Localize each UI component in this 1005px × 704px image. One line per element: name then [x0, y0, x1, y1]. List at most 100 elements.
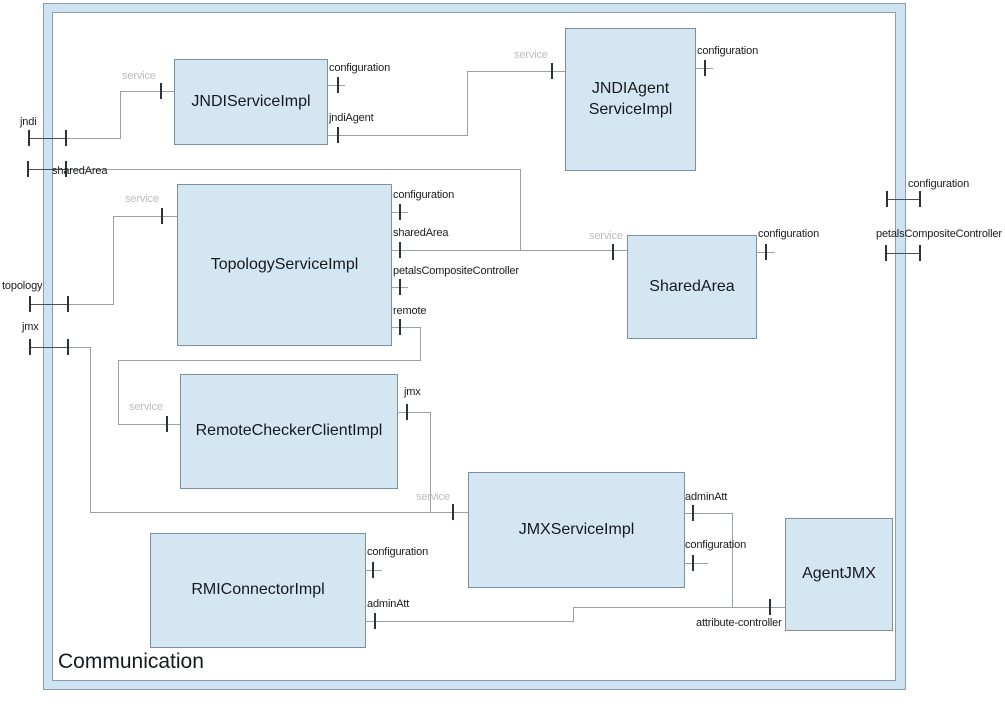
boundary-port-label-configuration: configuration	[908, 178, 970, 190]
wire-sharedarea	[520, 169, 521, 250]
wire-jmx	[67, 347, 90, 348]
wire-rmi-adminatt	[364, 621, 573, 622]
component-rmiconnectorimpl[interactable]: RMIConnectorImpl	[150, 533, 366, 648]
boundary-port-jmx-tick	[29, 339, 31, 355]
wire-rmi-adminatt	[573, 607, 785, 608]
port-tick-sharedarea-configuration	[765, 244, 767, 260]
wire-jndi	[120, 91, 121, 139]
boundary-port-label-jmx: jmx	[22, 321, 39, 333]
component-label: JNDIAgent ServiceImpl	[588, 79, 673, 118]
wire-remote	[118, 360, 421, 361]
port-tick-jndiagentservice-configuration	[704, 60, 706, 76]
wire-topology	[113, 216, 114, 305]
wire-remote	[118, 360, 119, 425]
component-sharedarea[interactable]: SharedArea	[627, 235, 757, 339]
boundary-port-pcc-tick	[885, 245, 887, 261]
port-tick-topology-service	[161, 208, 163, 224]
port-label-sharedarea: sharedArea	[393, 227, 449, 239]
wire-jmx-adminatt	[683, 513, 732, 514]
port-tick-topology-pcc	[399, 279, 401, 295]
port-tick-sharedarea-service	[612, 244, 614, 260]
port-label-service: service	[514, 49, 548, 61]
wire-jndi	[120, 91, 175, 92]
component-label: AgentJMX	[802, 565, 876, 583]
port-label-service: service	[589, 230, 623, 242]
port-label-adminatt: adminAtt	[685, 491, 728, 503]
wire-jndiservice-configuration	[326, 85, 345, 86]
port-label-configuration: configuration	[367, 546, 429, 558]
boundary-port-label-jndi: jndi	[20, 116, 37, 128]
wire-jndiagent	[326, 135, 467, 136]
component-label: JNDIServiceImpl	[191, 92, 311, 110]
component-label: SharedArea	[649, 277, 735, 295]
boundary-port-configuration-tick	[886, 191, 888, 207]
component-label: RemoteCheckerClientImpl	[195, 422, 383, 440]
boundary-port-topology-tick	[29, 296, 31, 312]
port-label-configuration: configuration	[393, 189, 455, 201]
wire-topology-sharedarea	[390, 250, 628, 251]
boundary-port-jndi-line	[28, 138, 66, 139]
component-topologyserviceimpl[interactable]: TopologyServiceImpl	[177, 184, 392, 346]
port-label-jmx: jmx	[404, 386, 421, 398]
wire-jmx	[90, 512, 469, 513]
port-label-service: service	[122, 70, 156, 82]
port-tick-jmxservice-service	[452, 504, 454, 520]
port-tick-topology-sharedarea	[399, 242, 401, 258]
port-label-configuration: configuration	[685, 539, 747, 551]
boundary-port-sharedarea-tick	[65, 161, 67, 177]
port-tick-jndiagentservice-service	[551, 63, 553, 79]
boundary-port-configuration-tick	[919, 191, 921, 207]
port-label-service: service	[416, 491, 450, 503]
port-label-configuration: configuration	[758, 228, 820, 240]
component-remotecheckerclientimpl[interactable]: RemoteCheckerClientImpl	[180, 374, 398, 489]
component-agentjmx[interactable]: AgentJMX	[785, 518, 893, 631]
port-tick-jndiservice-configuration	[337, 77, 339, 93]
wire-jndi	[66, 138, 120, 139]
port-tick-agentjmx-attribute-controller	[769, 599, 771, 615]
boundary-port-jndi-tick	[28, 130, 30, 146]
wire-rmi-adminatt	[573, 607, 574, 622]
port-tick-jndiservice-jndiagent	[337, 127, 339, 143]
port-label-attribute-controller: attribute-controller	[696, 617, 782, 629]
wire-jndiagent	[467, 71, 468, 136]
port-tick-topology-configuration	[399, 204, 401, 220]
component-jmxserviceimpl[interactable]: JMXServiceImpl	[468, 472, 685, 588]
component-jndiagentserviceimpl[interactable]: JNDIAgent ServiceImpl	[565, 28, 696, 171]
boundary-port-pcc-line	[885, 253, 920, 254]
boundary-port-topology-tick	[67, 296, 69, 312]
boundary-port-pcc-tick	[919, 245, 921, 261]
wire-remotechecker-jmx	[396, 412, 431, 413]
wire-jndiagentservice-configuration	[694, 68, 713, 69]
wire-jmx-adminatt	[732, 513, 733, 608]
wire-remote	[390, 327, 421, 328]
boundary-port-jndi-tick	[65, 130, 67, 146]
component-label: RMIConnectorImpl	[191, 581, 325, 599]
wire-topology	[113, 216, 178, 217]
port-tick-topology-remote	[399, 319, 401, 335]
port-label-service: service	[125, 193, 159, 205]
port-label-remote: remote	[393, 305, 427, 317]
wire-jmx	[90, 347, 91, 513]
boundary-port-sharedarea-tick	[27, 161, 29, 177]
component-jndiserviceimpl[interactable]: JNDIServiceImpl	[174, 59, 328, 145]
composite-title: Communication	[58, 650, 204, 673]
boundary-port-topology-line	[29, 304, 67, 305]
wire-remotechecker-jmx	[430, 412, 431, 513]
component-label: TopologyServiceImpl	[210, 255, 359, 273]
wire-jmxservice-configuration	[683, 563, 708, 564]
port-label-configuration: configuration	[329, 62, 391, 74]
port-label-adminatt: adminAtt	[367, 598, 410, 610]
port-label-configuration: configuration	[697, 45, 759, 57]
port-label-petalscompositecontroller: petalsCompositeController	[393, 265, 519, 277]
port-label-service: service	[129, 401, 163, 413]
port-tick-jmxservice-adminatt	[692, 505, 694, 521]
boundary-port-sharedarea-line	[27, 169, 65, 170]
port-tick-remotechecker-jmx	[406, 404, 408, 420]
boundary-port-configuration-line	[886, 199, 920, 200]
port-tick-remotechecker-service	[166, 416, 168, 432]
wire-jndiagent	[467, 71, 566, 72]
wire-remote	[420, 327, 421, 361]
boundary-port-jmx-tick	[67, 339, 69, 355]
component-label: JMXServiceImpl	[518, 520, 635, 538]
boundary-port-label-sharedarea: sharedArea	[52, 165, 108, 177]
